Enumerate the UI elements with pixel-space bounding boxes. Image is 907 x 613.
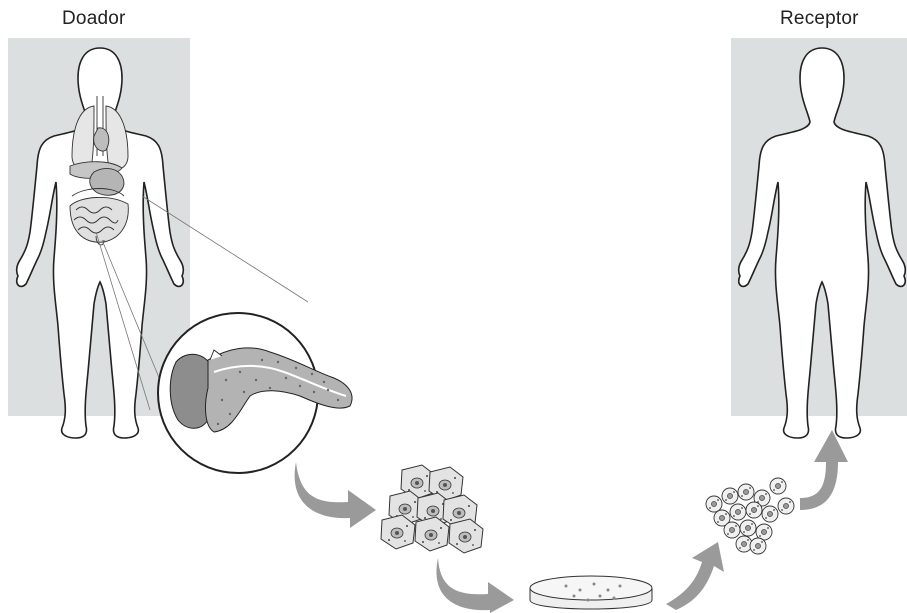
petri-dish-icon <box>530 576 652 609</box>
pancreas-magnified-icon <box>158 313 352 473</box>
arrow-1 <box>295 462 376 528</box>
arrow-2 <box>436 558 514 613</box>
arrow-4 <box>800 430 848 510</box>
islet-cells-cluster <box>706 478 794 554</box>
pancreatic-cells-cluster <box>381 465 483 553</box>
arrow-3 <box>666 542 724 610</box>
